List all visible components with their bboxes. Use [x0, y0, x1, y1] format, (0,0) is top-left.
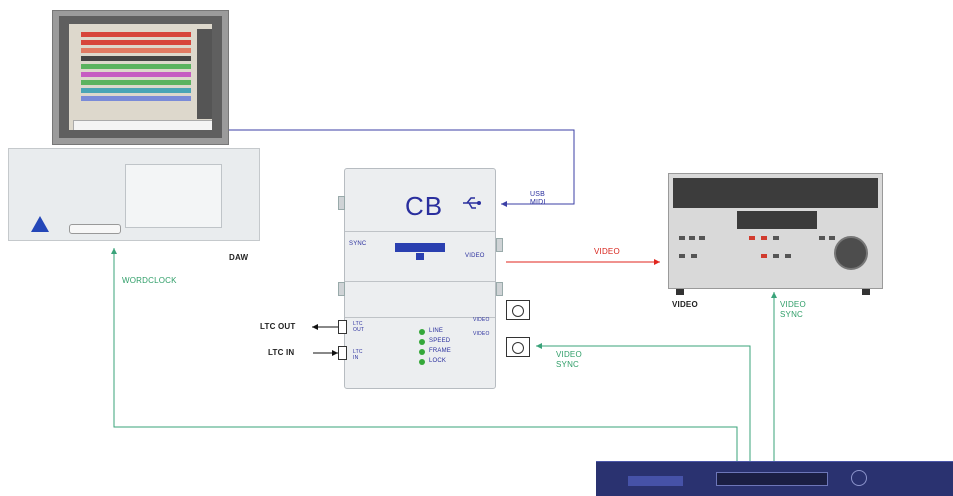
generator-logo	[628, 476, 683, 486]
vtr-button	[691, 254, 697, 258]
vtr-button	[749, 236, 755, 240]
meter-bridge	[197, 29, 212, 119]
daw-label: DAW	[229, 253, 249, 262]
vtr-button	[699, 236, 705, 240]
triangle-logo-icon	[31, 216, 49, 232]
usb-icon	[463, 197, 481, 209]
screen-track	[81, 40, 191, 45]
screen-track	[81, 72, 191, 77]
cb-display	[395, 243, 445, 252]
rack-clip	[338, 196, 345, 210]
screen-track	[81, 48, 191, 53]
vtr-counter	[737, 211, 817, 229]
led-line	[419, 329, 425, 335]
vtr-button	[773, 236, 779, 240]
wordclock-label: WORDCLOCK	[122, 276, 177, 285]
divider	[345, 231, 495, 232]
video-out-label: VIDEO	[594, 247, 620, 256]
ltc-in-label: LTC IN	[268, 348, 295, 357]
vtr-button	[829, 236, 835, 240]
vtr-button	[819, 236, 825, 240]
sync-label: SYNC	[349, 241, 367, 247]
bnc-label: VIDEO	[473, 317, 490, 323]
video-tape-recorder	[668, 173, 883, 289]
ltc-in-jack-label: LTC IN	[353, 349, 363, 361]
rack-clip	[496, 238, 503, 252]
led-frame	[419, 349, 425, 355]
vtr-foot	[862, 289, 870, 295]
ltc-out-jack-label: LTC OUT	[353, 321, 365, 333]
led-label: FRAME	[429, 348, 451, 354]
daw-rack-unit	[8, 148, 260, 241]
screen-track	[81, 32, 191, 37]
ltc-out-label: LTC OUT	[260, 322, 296, 331]
vtr-button	[761, 254, 767, 258]
ltc-in-jack[interactable]	[338, 346, 347, 360]
cb-display-indicator	[416, 253, 424, 260]
bnc-connector[interactable]	[506, 300, 530, 320]
rack-window	[125, 164, 222, 228]
vtr-foot	[676, 289, 684, 295]
vtr-button	[679, 236, 685, 240]
generator-knob	[851, 470, 867, 486]
rack-slot	[69, 224, 121, 234]
divider	[345, 317, 495, 318]
screen-track	[81, 80, 191, 85]
vtr-button	[689, 236, 695, 240]
screen-track	[81, 88, 191, 93]
usb-wire	[229, 129, 575, 207]
wordclock-wire	[111, 248, 738, 461]
vtr-video-sync-label: VIDEO SYNC	[780, 300, 806, 319]
screen-track	[81, 96, 191, 101]
cb-video-sync-label: VIDEO SYNC	[556, 350, 582, 369]
video-port-label: VIDEO	[465, 253, 485, 259]
divider	[345, 281, 495, 282]
wordclock-generator	[596, 461, 953, 496]
usb-midi-label: USB MIDI	[530, 191, 546, 206]
rack-clip	[338, 282, 345, 296]
bnc-label: VIDEO	[473, 331, 490, 337]
vtr-label: VIDEO	[672, 300, 698, 309]
vtr-button	[761, 236, 767, 240]
transport-bar	[73, 120, 212, 130]
daw-monitor	[52, 10, 229, 145]
led-label: SPEED	[429, 338, 451, 344]
vtr-button	[773, 254, 779, 258]
led-label: LOCK	[429, 358, 447, 364]
daw-screen	[69, 24, 212, 130]
ltc-out-jack[interactable]	[338, 320, 347, 334]
cb-sync-wire	[536, 343, 751, 461]
screen-track	[81, 64, 191, 69]
cb-interface: CB SYNC VIDEO LINE SPEED FRAME LOCK LTC …	[344, 168, 496, 389]
vtr-button	[679, 254, 685, 258]
monitor-bezel	[59, 16, 222, 138]
vtr-button	[785, 254, 791, 258]
jog-shuttle-knob	[834, 236, 868, 270]
generator-display	[716, 472, 828, 486]
rack-clip	[496, 282, 503, 296]
led-speed	[419, 339, 425, 345]
screen-track	[81, 56, 191, 61]
led-lock	[419, 359, 425, 365]
vtr-display-panel	[673, 178, 878, 208]
bnc-connector[interactable]	[506, 337, 530, 357]
led-label: LINE	[429, 328, 444, 334]
cb-title: CB	[405, 191, 444, 221]
